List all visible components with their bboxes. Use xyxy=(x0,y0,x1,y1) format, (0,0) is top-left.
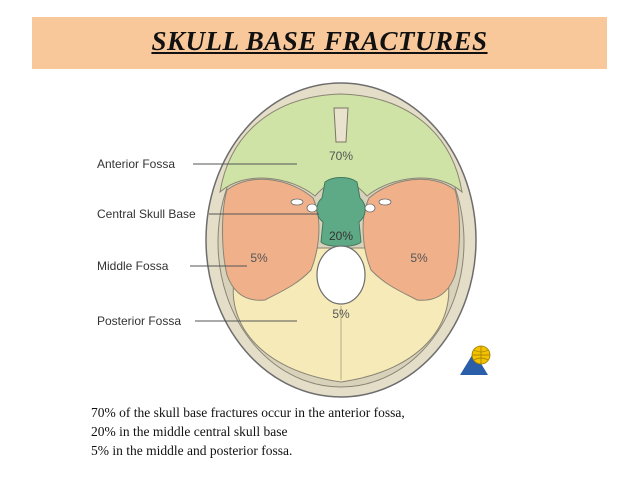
foramen-magnum xyxy=(316,245,366,305)
crista-galli xyxy=(333,107,349,143)
caption-line-1: 70% of the skull base fractures occur in… xyxy=(91,405,405,420)
middle-fossa-left-region xyxy=(222,178,320,301)
label-anterior-fossa: Anterior Fossa xyxy=(97,157,175,171)
title-banner: SKULL BASE FRACTURES xyxy=(32,17,607,69)
percent-posterior: 5% xyxy=(332,307,350,321)
label-central-skull-base: Central Skull Base xyxy=(97,207,196,221)
label-posterior-fossa: Posterior Fossa xyxy=(97,314,181,328)
right-optic-foramen xyxy=(364,203,376,213)
left-optic-foramen xyxy=(306,203,318,213)
left-petrous-foramen xyxy=(290,198,304,206)
label-middle-fossa: Middle Fossa xyxy=(97,259,169,273)
skull-base-diagram: Anterior Fossa Central Skull Base Middle… xyxy=(75,70,520,402)
percent-middle-right: 5% xyxy=(410,251,428,265)
skull-base-illustration: Anterior Fossa Central Skull Base Middle… xyxy=(97,82,491,398)
percent-central: 20% xyxy=(329,229,353,243)
caption-line-3: 5% in the middle and posterior fossa. xyxy=(91,443,293,458)
right-petrous-foramen xyxy=(378,198,392,206)
slide-title: SKULL BASE FRACTURES xyxy=(151,26,488,56)
percent-anterior: 70% xyxy=(329,149,353,163)
middle-fossa-right-region xyxy=(362,178,460,301)
publisher-logo xyxy=(460,345,491,375)
percent-middle-left: 5% xyxy=(250,251,268,265)
caption-line-2: 20% in the middle central skull base xyxy=(91,424,288,439)
